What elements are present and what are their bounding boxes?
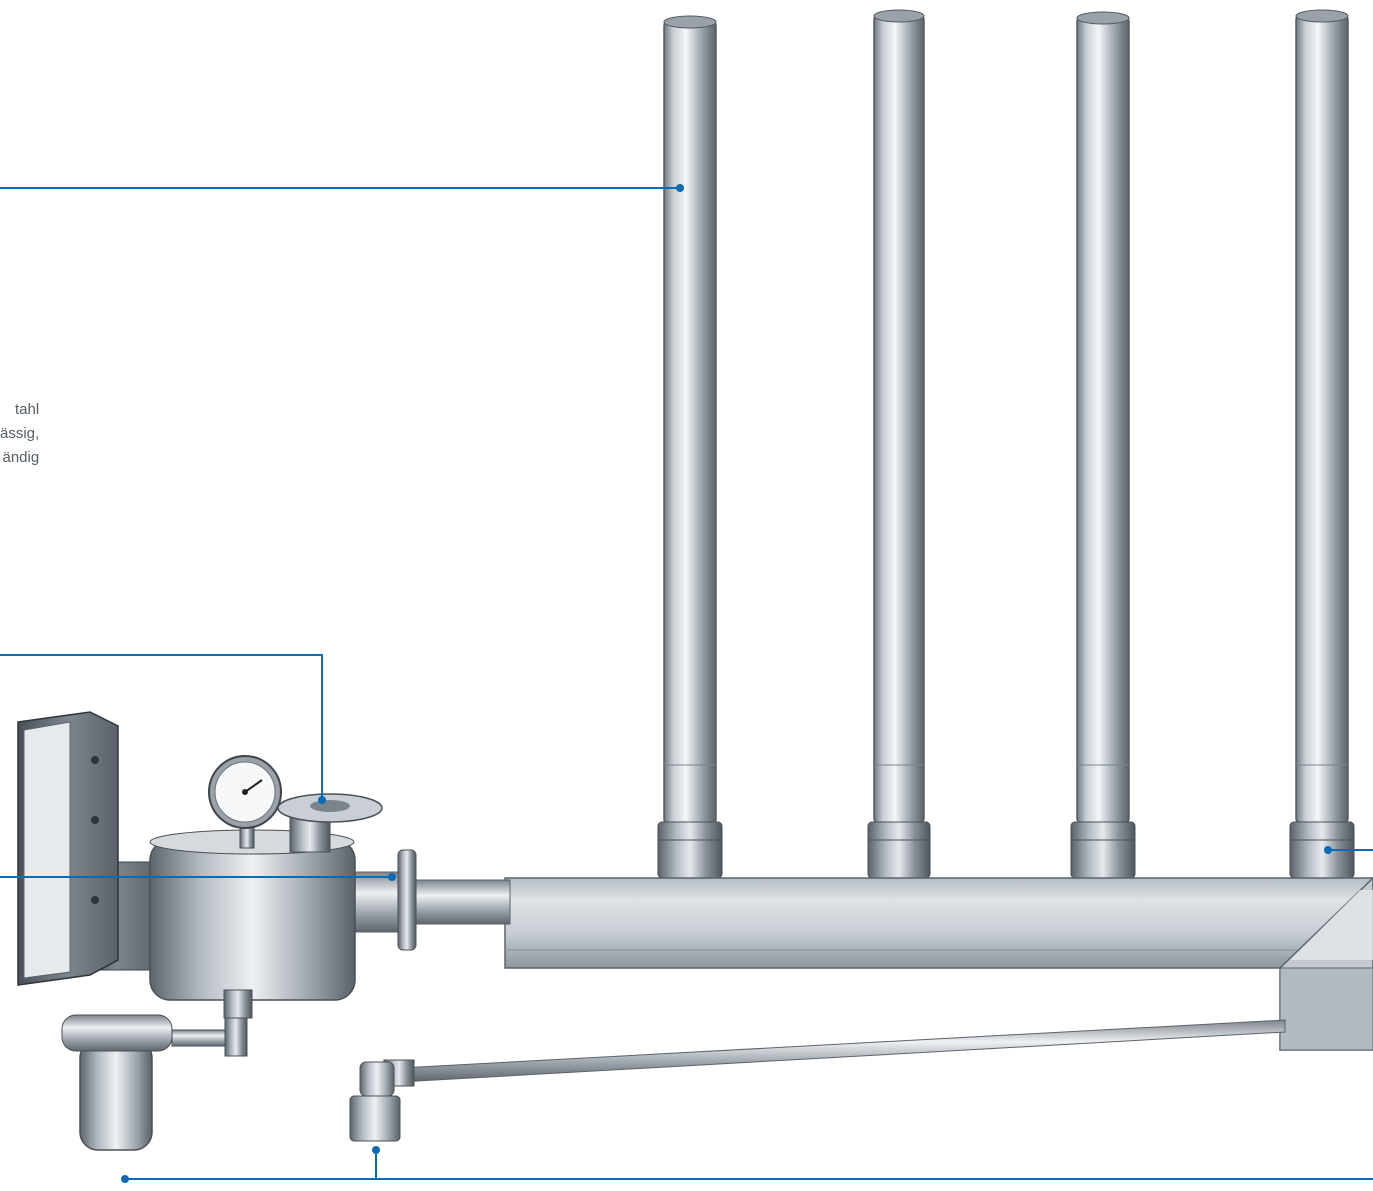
tube-1	[657, 15, 723, 879]
callout-dot-bottom	[121, 1175, 129, 1183]
callout-dot-flange	[318, 796, 326, 804]
caption-line-3: ändig	[2, 449, 40, 466]
feature-description: tahl ässig, ändig	[0, 398, 39, 470]
condensate-line	[349, 1019, 1286, 1142]
connector-pipe	[345, 849, 511, 951]
inlet-flange	[277, 793, 383, 853]
tube-2	[867, 9, 931, 879]
caption-line-2: ässig,	[0, 425, 40, 442]
pressure-gauge	[208, 755, 282, 849]
caption-line-1: tahl	[15, 401, 40, 418]
tube-3	[1070, 11, 1136, 879]
callout-dot-tube	[676, 184, 684, 192]
manifold-beam	[504, 876, 1373, 1051]
callout-dot-connector	[388, 873, 396, 881]
callout-lines	[0, 187, 1373, 1180]
callout-flange	[0, 654, 323, 800]
steam-trap	[61, 1014, 248, 1151]
callout-markers	[121, 184, 1332, 1183]
mounting-plate	[17, 711, 119, 986]
tube-4	[1289, 9, 1355, 879]
callout-dot-valve	[372, 1146, 380, 1154]
steam-housing	[77, 829, 356, 1019]
callout-dot-nozzle	[1324, 846, 1332, 854]
